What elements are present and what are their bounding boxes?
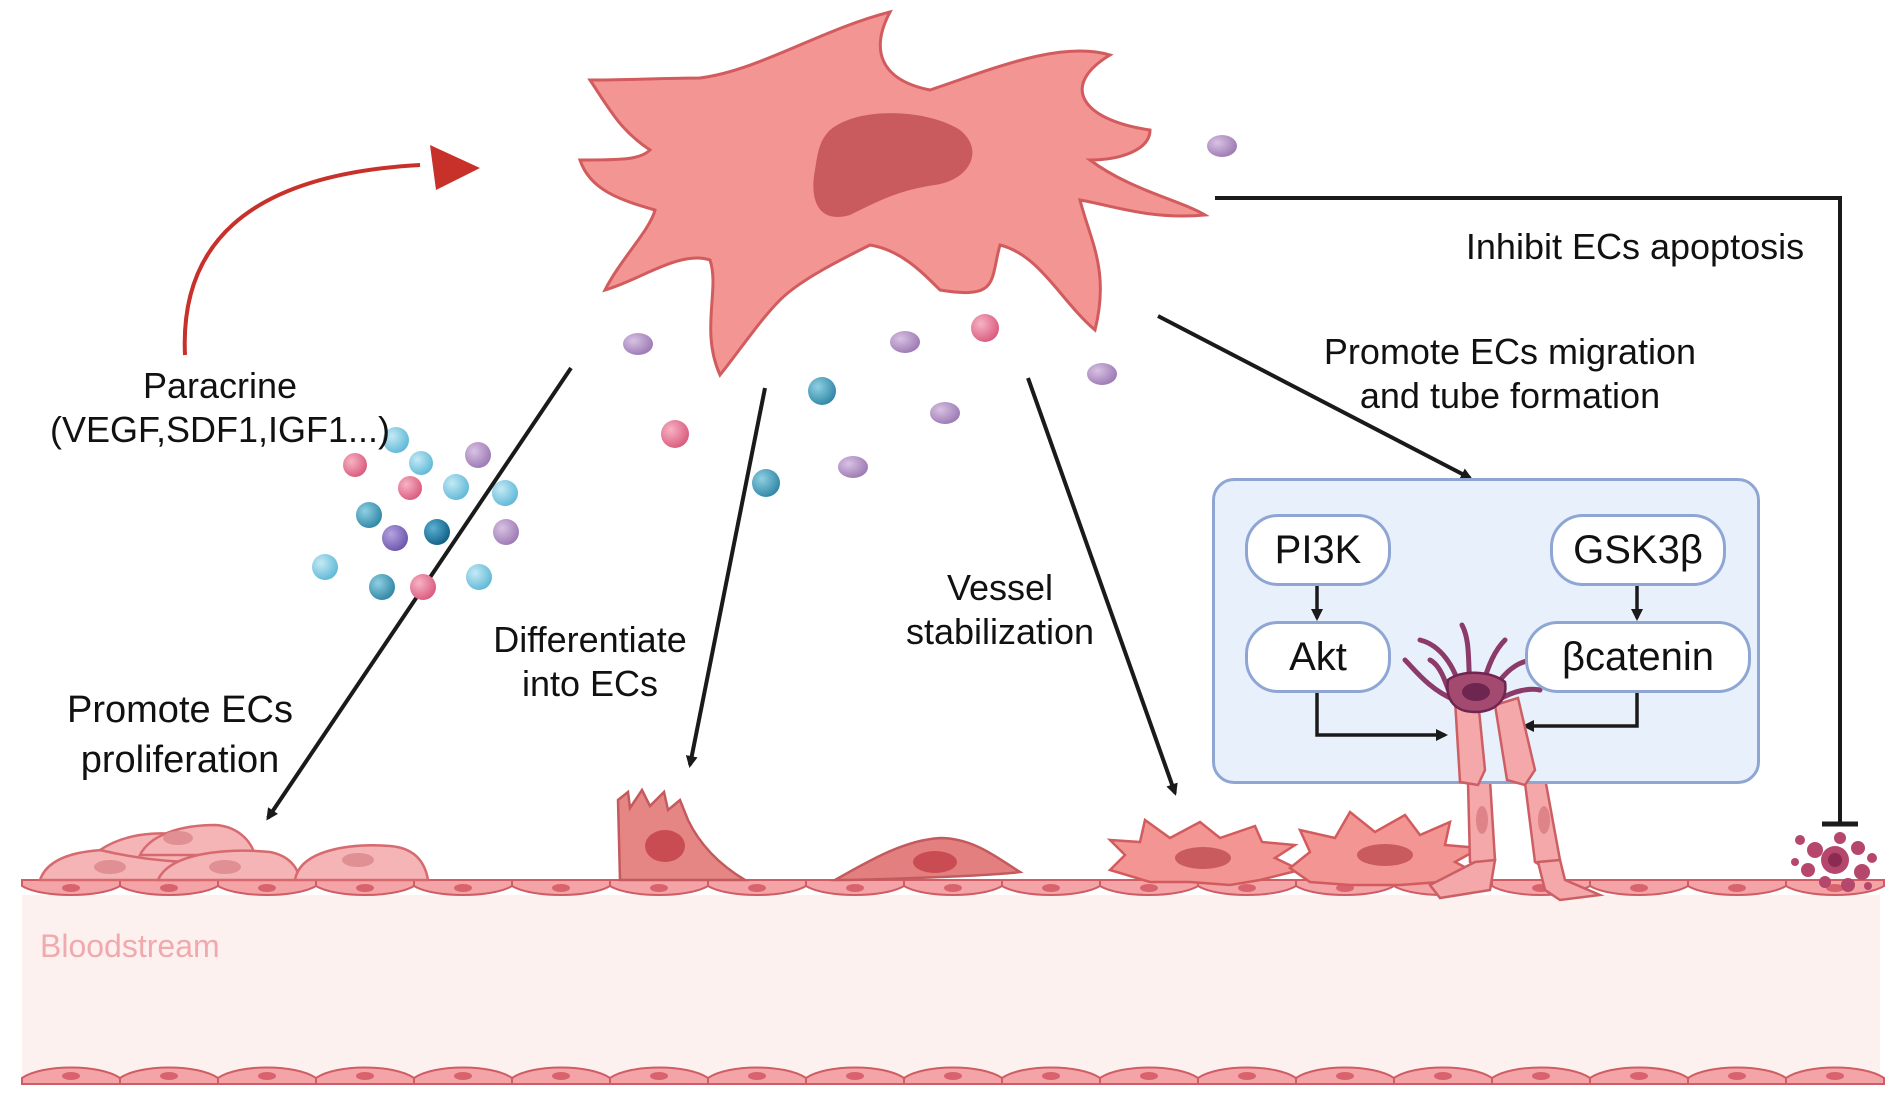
paracrine-factor-particle: [356, 502, 382, 528]
vessel-cell-nucleus: [1630, 884, 1648, 892]
paracrine-factor-particle: [623, 333, 653, 355]
vessel-cell-nucleus: [356, 884, 374, 892]
vessel-cell-nucleus: [748, 1072, 766, 1080]
paracrine-factor-particle: [383, 427, 409, 453]
apoptotic-cell: [1791, 832, 1877, 892]
paracrine-factor-particle: [1087, 363, 1117, 385]
label-differentiate-2: into ECs: [521, 663, 659, 704]
vessel-cell-nucleus: [1434, 1072, 1452, 1080]
vessel-cell-nucleus: [1532, 1072, 1550, 1080]
vessel-cell-nucleus: [1238, 884, 1256, 892]
label-migration-1: Promote ECs migration: [1323, 331, 1697, 372]
node-pi3k: PI3K: [1245, 514, 1391, 586]
paracrine-factor-particle: [493, 519, 519, 545]
vessel-cell-nucleus: [846, 884, 864, 892]
vessel-wall-bottom: [21, 1066, 1885, 1085]
inhibit-line: [1215, 196, 1842, 822]
stabilizing-cells: [1106, 810, 1485, 887]
vessel-wall-top: [21, 879, 1885, 896]
paracrine-factor-particle: [466, 564, 492, 590]
msc-nucleus: [813, 113, 973, 217]
paracrine-factor-particle: [808, 377, 836, 405]
vessel-cell-nucleus: [650, 884, 668, 892]
arrow-differentiate: [685, 387, 767, 768]
label-paracrine: Paracrine: [142, 365, 298, 406]
bloodstream-area: [22, 895, 1880, 1080]
vessel-cell-nucleus: [454, 884, 472, 892]
vessel-cell-nucleus: [1728, 1072, 1746, 1080]
paracrine-factor-particle: [382, 525, 408, 551]
differentiating-cell: [616, 787, 750, 882]
proliferating-ecs: [38, 823, 430, 882]
vessel-cell-nucleus: [1140, 1072, 1158, 1080]
vessel-cell-nucleus: [552, 884, 570, 892]
paracrine-factor-particle: [398, 476, 422, 500]
vessel-cell-nucleus: [1630, 1072, 1648, 1080]
label-proliferation-1: Promote ECs: [67, 689, 293, 731]
label-vessel-1: Vessel: [946, 567, 1054, 608]
paracrine-arrow: [182, 163, 421, 356]
vessel-cell-nucleus: [62, 884, 80, 892]
vessel-cell-nucleus: [748, 884, 766, 892]
paracrine-factor-particle: [752, 469, 780, 497]
mesenchymal-stem-cell: [577, 9, 1210, 378]
label-differentiate-1: Differentiate: [493, 619, 687, 660]
paracrine-factor-particle: [465, 442, 491, 468]
paracrine-factor-particle: [661, 420, 689, 448]
paracrine-factor-particle: [312, 554, 338, 580]
label-proliferation-2: proliferation: [80, 739, 280, 781]
vessel-cell-nucleus: [454, 1072, 472, 1080]
label-migration-2: and tube formation: [1359, 375, 1661, 416]
vessel-cell-nucleus: [356, 1072, 374, 1080]
paracrine-factor-particle: [1207, 135, 1237, 157]
paracrine-factor-particle: [930, 402, 960, 424]
vessel-cell-nucleus: [1826, 884, 1844, 892]
arrow-vessel: [1026, 377, 1178, 796]
vessel-cell-nucleus: [258, 884, 276, 892]
vessel-cell-nucleus: [944, 1072, 962, 1080]
paracrine-factor-particle: [410, 574, 436, 600]
node-gsk3b: GSK3β: [1550, 514, 1726, 586]
node-akt: Akt: [1245, 621, 1391, 693]
vessel-cell-nucleus: [552, 1072, 570, 1080]
paracrine-arrowhead: [430, 145, 480, 190]
paracrine-factor-particle: [492, 480, 518, 506]
label-vessel-2: stabilization: [905, 611, 1095, 652]
label-inhibit-apoptosis: Inhibit ECs apoptosis: [1465, 226, 1805, 267]
vessel-cell-nucleus: [1336, 1072, 1354, 1080]
vessel-cell-nucleus: [1826, 1072, 1844, 1080]
paracrine-factor-particle: [409, 451, 433, 475]
paracrine-factor-particle: [890, 331, 920, 353]
vessel-cell-nucleus: [1238, 1072, 1256, 1080]
vessel-cell-nucleus: [1140, 884, 1158, 892]
vessel-cell-nucleus: [944, 884, 962, 892]
vessel-cell-nucleus: [258, 1072, 276, 1080]
vessel-cell-nucleus: [650, 1072, 668, 1080]
arrow-migration: [1157, 314, 1473, 480]
paracrine-factor-particle: [838, 456, 868, 478]
paracrine-factor-particle: [343, 453, 367, 477]
vessel-cell-nucleus: [846, 1072, 864, 1080]
paracrine-factor-particle: [369, 574, 395, 600]
vessel-cell-nucleus: [160, 884, 178, 892]
vessel-cell-nucleus: [1042, 1072, 1060, 1080]
label-bloodstream: Bloodstream: [40, 928, 220, 964]
label-paracrine-factors: (VEGF,SDF1,IGF1...): [49, 409, 391, 450]
vessel-cell-nucleus: [62, 1072, 80, 1080]
vessel-cell-nucleus: [1042, 884, 1060, 892]
flat-ec: [830, 836, 1024, 882]
paracrine-factor-particle: [443, 474, 469, 500]
vessel-cell-nucleus: [1728, 884, 1746, 892]
paracrine-factor-particle: [424, 519, 450, 545]
paracrine-factors: [312, 135, 1237, 600]
paracrine-factor-particle: [971, 314, 999, 342]
node-bcatenin: βcatenin: [1525, 621, 1751, 693]
vessel-cell-nucleus: [160, 1072, 178, 1080]
